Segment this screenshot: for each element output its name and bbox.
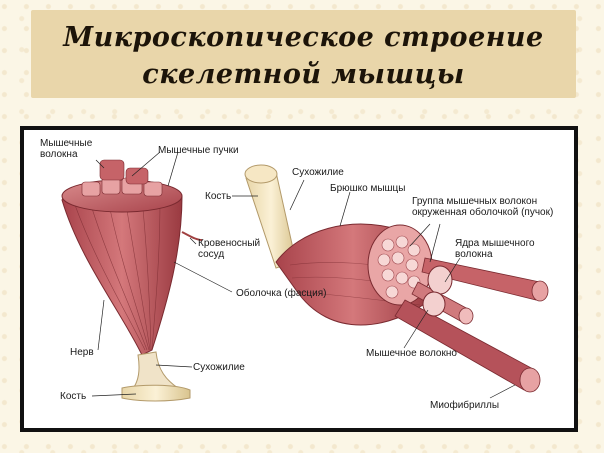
page-title-line-1: Микроскопическое строение bbox=[63, 22, 544, 53]
label-muscle-fibers-line2: волокна bbox=[40, 149, 78, 160]
label-fiber-nuclei: Ядра мышечного волокна bbox=[455, 238, 535, 260]
label-fiber-group-line1: Группа мышечных волокон bbox=[412, 196, 538, 207]
label-muscle-fiber: Мышечное волокно bbox=[366, 348, 457, 359]
label-muscle-bundles: Мышечные пучки bbox=[158, 145, 239, 156]
label-fiber-group-line2: окруженная оболочкой (пучок) bbox=[412, 207, 554, 218]
label-muscle-belly: Брюшко мышцы bbox=[330, 183, 406, 194]
label-fiber-nuclei-line1: Ядра мышечного bbox=[455, 238, 535, 249]
title-band: Микроскопическое строение скелетной мышц… bbox=[31, 10, 576, 98]
label-fiber-nuclei-line2: волокна bbox=[455, 249, 493, 260]
label-myofibrils: Миофибриллы bbox=[430, 400, 500, 411]
label-blood-vessel: Кровеносный сосуд bbox=[198, 238, 260, 260]
label-muscle-fibers-line1: Мышечные bbox=[40, 138, 93, 149]
left-muscle bbox=[61, 159, 203, 402]
label-fascia: Оболочка (фасция) bbox=[236, 288, 327, 299]
label-tendon-top: Сухожилие bbox=[292, 167, 344, 178]
label-tendon-bottom: Сухожилие bbox=[193, 362, 245, 373]
label-bone-bottom: Кость bbox=[60, 391, 87, 402]
label-blood-vessel-line2: сосуд bbox=[198, 249, 225, 260]
label-blood-vessel-line1: Кровеносный bbox=[198, 238, 261, 249]
label-muscle-fibers: Мышечные волокна bbox=[40, 138, 92, 160]
right-muscle bbox=[244, 164, 549, 393]
label-fiber-group: Группа мышечных волокон окруженная оболо… bbox=[412, 196, 553, 218]
leader-lines bbox=[91, 151, 516, 399]
label-nerve: Нерв bbox=[70, 347, 94, 358]
page-title-line-2: скелетной мышцы bbox=[142, 59, 465, 90]
label-bone-top: Кость bbox=[205, 191, 232, 202]
